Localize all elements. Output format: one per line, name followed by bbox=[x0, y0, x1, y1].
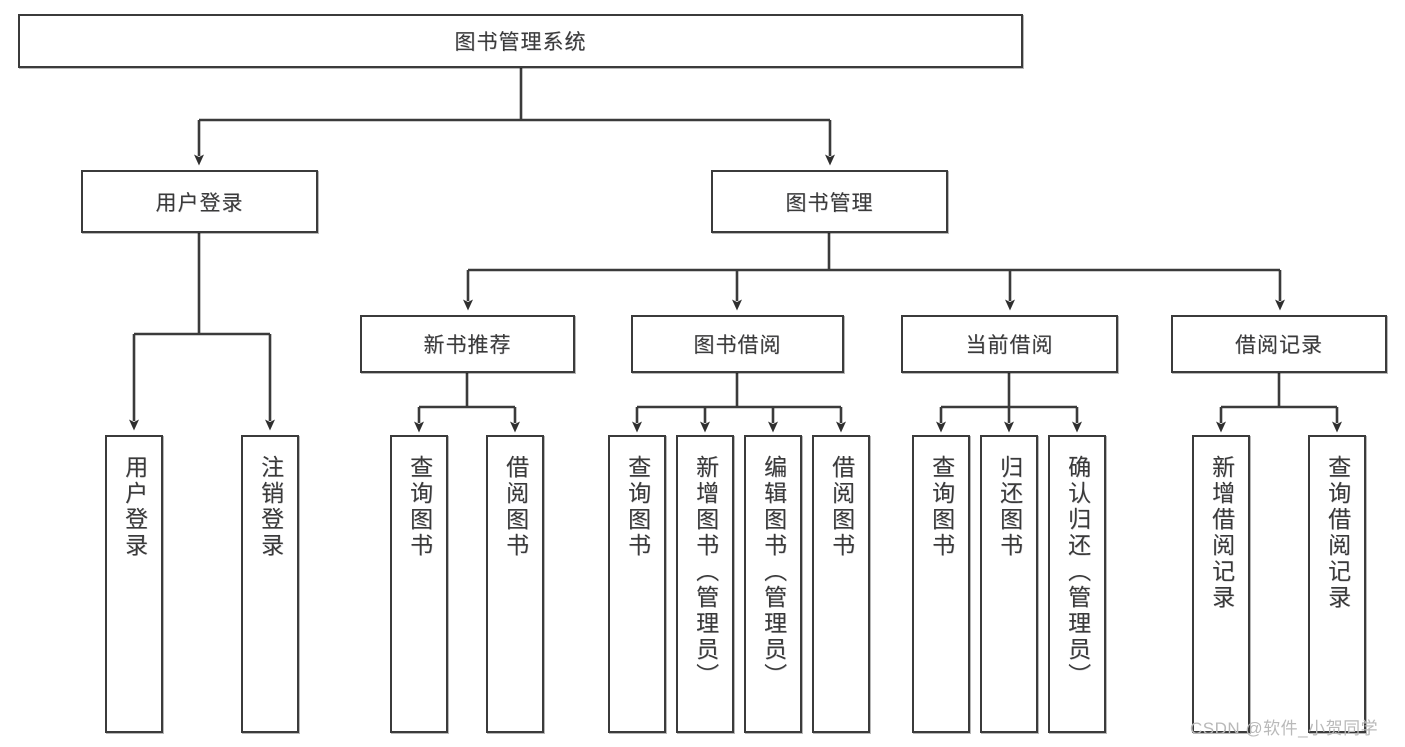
leaf-query-record-label: 查询借阅记录 bbox=[1324, 455, 1351, 611]
leaf-borrow-book-2-label: 借阅图书 bbox=[828, 455, 855, 559]
leaf-query-book-2[interactable]: 查询图书 bbox=[608, 435, 666, 733]
node-new-book-recommend[interactable]: 新书推荐 bbox=[360, 315, 575, 373]
node-book-borrow-label: 图书借阅 bbox=[693, 334, 782, 357]
leaf-logout-login[interactable]: 注销登录 bbox=[241, 435, 299, 733]
leaf-edit-book-label: 编辑图书（管理员） bbox=[760, 455, 787, 689]
leaf-query-book-1[interactable]: 查询图书 bbox=[390, 435, 448, 733]
leaf-query-record[interactable]: 查询借阅记录 bbox=[1308, 435, 1366, 733]
leaf-logout-login-label: 注销登录 bbox=[257, 455, 284, 559]
leaf-add-record-label: 新增借阅记录 bbox=[1208, 455, 1235, 611]
csdn-watermark: CSDN @软件_小贺同学 bbox=[1190, 719, 1379, 738]
leaf-query-book-1-label: 查询图书 bbox=[406, 455, 433, 559]
node-borrow-record-label: 借阅记录 bbox=[1235, 334, 1323, 357]
node-book-management-label: 图书管理 bbox=[785, 191, 874, 215]
node-root-label: 图书管理系统 bbox=[454, 31, 587, 54]
node-book-borrow[interactable]: 图书借阅 bbox=[631, 315, 844, 373]
leaf-borrow-book-1[interactable]: 借阅图书 bbox=[486, 435, 544, 733]
leaf-confirm-return[interactable]: 确认归还（管理员） bbox=[1048, 435, 1106, 733]
leaf-user-login[interactable]: 用户登录 bbox=[105, 435, 163, 733]
leaf-edit-book[interactable]: 编辑图书（管理员） bbox=[744, 435, 802, 733]
leaf-confirm-return-label: 确认归还（管理员） bbox=[1064, 455, 1091, 689]
leaf-borrow-book-2[interactable]: 借阅图书 bbox=[812, 435, 870, 733]
node-user-login[interactable]: 用户登录 bbox=[81, 170, 318, 233]
leaf-add-record[interactable]: 新增借阅记录 bbox=[1192, 435, 1250, 733]
leaf-return-book-label: 归还图书 bbox=[996, 455, 1023, 559]
leaf-borrow-book-1-label: 借阅图书 bbox=[502, 455, 529, 559]
leaf-add-book[interactable]: 新增图书（管理员） bbox=[676, 435, 734, 733]
leaf-query-book-3[interactable]: 查询图书 bbox=[912, 435, 970, 733]
node-user-login-label: 用户登录 bbox=[155, 191, 244, 215]
node-root[interactable]: 图书管理系统 bbox=[18, 14, 1023, 68]
node-current-borrow-label: 当前借阅 bbox=[965, 334, 1054, 357]
node-borrow-record[interactable]: 借阅记录 bbox=[1171, 315, 1387, 373]
leaf-query-book-3-label: 查询图书 bbox=[928, 455, 955, 559]
node-current-borrow[interactable]: 当前借阅 bbox=[901, 315, 1118, 373]
node-book-management[interactable]: 图书管理 bbox=[711, 170, 948, 233]
leaf-user-login-label: 用户登录 bbox=[121, 455, 148, 559]
leaf-return-book[interactable]: 归还图书 bbox=[980, 435, 1038, 733]
node-new-book-recommend-label: 新书推荐 bbox=[423, 334, 512, 357]
leaf-query-book-2-label: 查询图书 bbox=[624, 455, 651, 559]
leaf-add-book-label: 新增图书（管理员） bbox=[692, 455, 719, 689]
